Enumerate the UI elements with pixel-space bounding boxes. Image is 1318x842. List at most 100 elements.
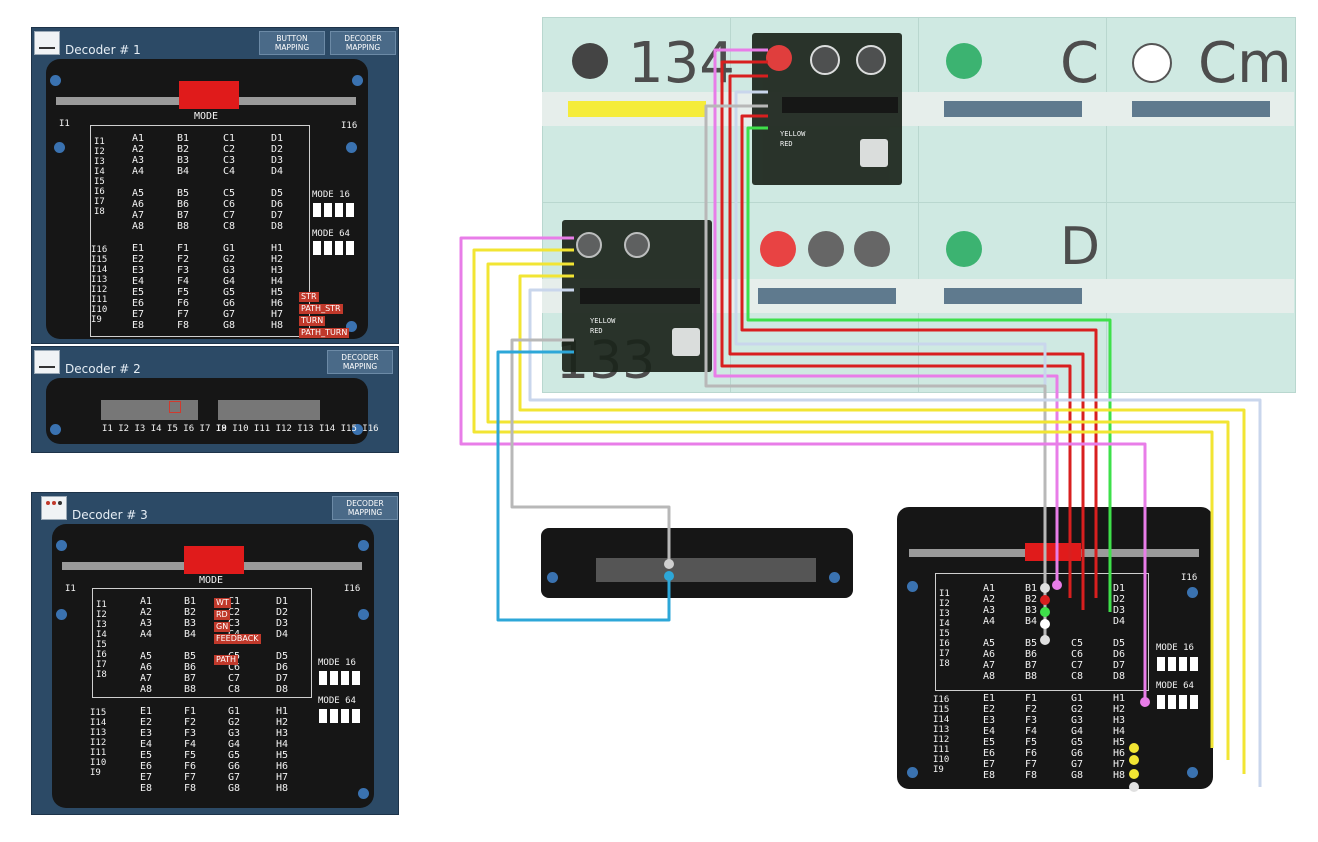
connector-left xyxy=(596,558,714,582)
col-a-labels: A1 A2 A3 A4 A5 A6 A7 A8 E1 E2 E3 E4 E5 E… xyxy=(140,596,153,794)
push-button[interactable] xyxy=(672,328,700,356)
connector-left-labels: I1 I2 I3 I4 I5 I6 I7 I8 xyxy=(102,424,227,434)
dip-switch[interactable] xyxy=(335,241,343,255)
dip-switch[interactable] xyxy=(313,203,321,217)
dip-switch[interactable] xyxy=(341,709,349,723)
mode-label: MODE xyxy=(194,111,219,122)
selected-pin xyxy=(169,401,181,413)
block-bar xyxy=(758,288,896,304)
dip-switch[interactable] xyxy=(1157,657,1165,671)
dip-switch[interactable] xyxy=(330,671,338,685)
col-d-labels: D1 D2 D3 D4 D5 D6 D7 D8 H1 H2 H3 H4 H5 H… xyxy=(276,596,289,794)
col-a-labels: A1 A2 A3 A4 A5 A6 A7 A8 E1 E2 E3 E4 E5 E… xyxy=(983,583,996,781)
led-icon xyxy=(624,232,650,258)
led-red-icon xyxy=(766,45,792,71)
mode64-label: MODE 64 xyxy=(318,696,356,706)
mode16-label: MODE 16 xyxy=(1156,643,1194,653)
col-c-labels: C1 C2 C3 C4 C5 C6 C7 C8 G1 G2 G3 G4 G5 G… xyxy=(223,133,236,331)
mount-hole xyxy=(1187,767,1198,778)
decoder-board-photo: I16 I1 I2 I3 I4 I5 I6 I7 I8 I16 I15 I14 … xyxy=(897,507,1213,789)
input-list-bottom: I15 I14 I13 I12 I11 I10 I9 xyxy=(90,708,107,778)
led-icon xyxy=(576,232,602,258)
dip-switch[interactable] xyxy=(346,241,354,255)
resistor-strip xyxy=(782,97,898,113)
mode-leds xyxy=(184,546,244,574)
module-yellow-label: YELLOW xyxy=(590,317,616,325)
connector-right-labels: I9 I10 I11 I12 I13 I14 I15 I16 xyxy=(216,424,379,434)
dip-switch[interactable] xyxy=(330,709,338,723)
i16-label: I16 xyxy=(341,121,358,131)
button-mapping-button[interactable]: BUTTON MAPPING xyxy=(259,31,325,55)
module-red-label: RED xyxy=(780,140,793,148)
dip-switch[interactable] xyxy=(319,671,327,685)
connector-right xyxy=(218,400,320,420)
signal-module-left: YELLOW RED xyxy=(562,220,712,372)
block-bar xyxy=(568,101,706,117)
block-bar xyxy=(944,288,1082,304)
dip-switch[interactable] xyxy=(319,709,327,723)
track-label-d: D xyxy=(1060,217,1101,277)
decoder3-pcb: MODE I1 I16 I1 I2 I3 I4 I5 I6 I7 I8 I15 … xyxy=(52,524,374,808)
dip-switch[interactable] xyxy=(1157,695,1165,709)
dip-switch[interactable] xyxy=(341,671,349,685)
mount-hole xyxy=(54,142,65,153)
decoder-logo-icon xyxy=(41,496,67,520)
connector-outline xyxy=(92,588,312,698)
led-icon xyxy=(856,45,886,75)
tag-path-turn: PATH_TURN xyxy=(299,328,350,338)
mount-hole xyxy=(346,142,357,153)
mount-hole xyxy=(50,424,61,435)
track-label-134: 134 xyxy=(628,31,735,96)
dip-switch[interactable] xyxy=(313,241,321,255)
dip-switch[interactable] xyxy=(1179,695,1187,709)
col-b-labels: B1 B2 B3 B4 B5 B6 B7 B8 F1 F2 F3 F4 F5 F… xyxy=(177,133,190,331)
input-list-bottom: I16 I15 I14 I13 I12 I11 I10 I9 xyxy=(91,245,108,325)
dip-switch[interactable] xyxy=(1168,695,1176,709)
resistor-strip xyxy=(580,288,700,304)
connector-right xyxy=(708,558,816,582)
decoder-mapping-button[interactable]: DECODER MAPPING xyxy=(330,31,396,55)
dip-switch[interactable] xyxy=(352,671,360,685)
dip-switch[interactable] xyxy=(324,241,332,255)
input-list-bottom: I16 I15 I14 I13 I12 I11 I10 I9 xyxy=(933,695,950,775)
track-label-c: C xyxy=(1060,31,1100,96)
module-red-label: RED xyxy=(590,327,603,335)
dip-switch[interactable] xyxy=(346,203,354,217)
push-button[interactable] xyxy=(860,139,888,167)
mode64-label: MODE 64 xyxy=(1156,681,1194,691)
dip-switch[interactable] xyxy=(1168,657,1176,671)
decoder3-mapping-button[interactable]: DECODER MAPPING xyxy=(332,496,398,520)
dip-switch[interactable] xyxy=(352,709,360,723)
tag-wt: WT xyxy=(214,598,231,608)
mode64-label: MODE 64 xyxy=(312,229,350,239)
decoder1-panel: Decoder # 1 BUTTON MAPPING DECODER MAPPI… xyxy=(31,27,399,344)
connector-left xyxy=(101,400,198,420)
col-d-labels: D1 D2 D3 D4 D5 D6 D7 D8 H1 H2 H3 H4 H5 H… xyxy=(1113,583,1126,781)
decoder2-mapping-button[interactable]: DECODER MAPPING xyxy=(327,350,393,374)
mount-hole xyxy=(829,572,840,583)
decoder1-pcb: MODE I1 I16 I1 I2 I3 I4 I5 I6 I7 I8 I16 … xyxy=(46,59,368,339)
decoder-logo-icon xyxy=(34,31,60,55)
mount-hole xyxy=(907,581,918,592)
dip-switch[interactable] xyxy=(1190,657,1198,671)
decoder2-panel: Decoder # 2 DECODER MAPPING I1 I2 I3 I4 … xyxy=(31,346,399,453)
signal-lamp-icon xyxy=(760,231,796,267)
mount-hole xyxy=(547,572,558,583)
dip-switch[interactable] xyxy=(335,203,343,217)
mode16-label: MODE 16 xyxy=(312,190,350,200)
input-list-top: I1 I2 I3 I4 I5 I6 I7 I8 xyxy=(94,137,105,217)
dip-switch[interactable] xyxy=(324,203,332,217)
mode-leds xyxy=(1025,543,1081,561)
input-list-top: I1 I2 I3 I4 I5 I6 I7 I8 xyxy=(96,600,107,680)
led-icon xyxy=(810,45,840,75)
tag-gn: GN xyxy=(214,622,231,632)
mount-hole xyxy=(907,767,918,778)
col-c-labels: C5 C6 C7 C8 G1 G2 G3 G4 G5 G6 G7 G8 xyxy=(1071,638,1084,781)
tag-rd: RD xyxy=(214,610,230,620)
dip-switch[interactable] xyxy=(1190,695,1198,709)
block-bar xyxy=(1132,101,1270,117)
dip-switch[interactable] xyxy=(1179,657,1187,671)
mount-hole xyxy=(358,609,369,620)
signal-lamp-icon xyxy=(946,231,982,267)
mode16-label: MODE 16 xyxy=(318,658,356,668)
